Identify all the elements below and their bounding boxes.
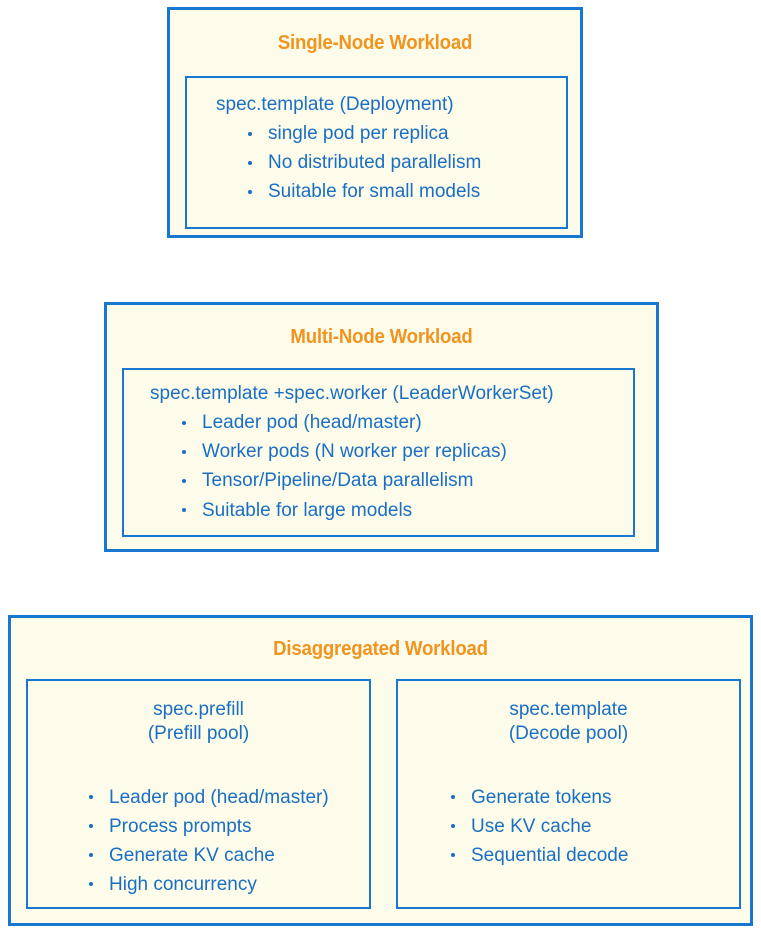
card-title-multi-node: Multi-Node Workload <box>290 326 473 348</box>
bullet-dot-icon <box>89 795 93 800</box>
list-item-label: Sequential decode <box>471 844 629 866</box>
list-item-label: Suitable for large models <box>202 499 413 521</box>
list-item: No distributed parallelism <box>246 148 566 177</box>
bullet-dot-icon <box>451 824 455 829</box>
card-disaggregated-workload: Disaggregated Workload spec.prefill (Pre… <box>8 615 753 926</box>
bullet-list-decode: Generate tokens Use KV cache Sequential … <box>449 783 739 870</box>
panel-heading-line: (Prefill pool) <box>147 723 250 745</box>
panel-heading-line: spec.template <box>509 699 628 720</box>
list-item-label: Process prompts <box>109 815 252 837</box>
bullet-dot-icon <box>89 882 93 887</box>
card-single-node-workload: Single-Node Workload spec.template (Depl… <box>167 7 583 238</box>
list-item-label: Leader pod (head/master) <box>202 412 422 434</box>
card-title-single-node: Single-Node Workload <box>277 32 473 54</box>
list-item: Worker pods (N worker per replicas) <box>180 437 633 466</box>
panel-spec-prefill-pool: spec.prefill (Prefill pool) Leader pod (… <box>26 679 371 909</box>
panel-heading-spec-template-worker-lws: spec.template +spec.worker (LeaderWorker… <box>150 383 554 404</box>
bullet-dot-icon <box>89 853 93 858</box>
list-item-label: Generate KV cache <box>109 844 275 866</box>
bullet-dot-icon <box>248 189 252 194</box>
card-multi-node-workload: Multi-Node Workload spec.template +spec.… <box>104 302 659 552</box>
list-item: single pod per replica <box>246 119 566 148</box>
list-item: Use KV cache <box>449 812 739 841</box>
list-item-label: Generate tokens <box>471 786 612 808</box>
list-item-label: No distributed parallelism <box>268 152 482 174</box>
panel-heading-spec-prefill: spec.prefill (Prefill pool) <box>28 698 369 747</box>
bullet-dot-icon <box>182 508 186 513</box>
list-item: Process prompts <box>87 812 369 841</box>
list-item: Suitable for small models <box>246 177 566 206</box>
list-item-label: Leader pod (head/master) <box>109 786 329 808</box>
panel-spec-template-decode-pool: spec.template (Decode pool) Generate tok… <box>396 679 741 909</box>
list-item-label: Worker pods (N worker per replicas) <box>202 441 507 463</box>
list-item: Sequential decode <box>449 841 739 870</box>
panel-heading-spec-template-deployment: spec.template (Deployment) <box>216 94 454 115</box>
list-item: Leader pod (head/master) <box>87 783 369 812</box>
list-item: Generate KV cache <box>87 841 369 870</box>
bullet-dot-icon <box>248 131 252 136</box>
bullet-dot-icon <box>182 420 186 425</box>
bullet-dot-icon <box>248 160 252 165</box>
bullet-dot-icon <box>89 824 93 829</box>
list-item-label: Suitable for small models <box>268 181 481 203</box>
panel-heading-line: spec.prefill <box>153 699 244 720</box>
panel-spec-template-deployment: spec.template (Deployment) single pod pe… <box>185 76 568 229</box>
bullet-dot-icon <box>451 795 455 800</box>
list-item: High concurrency <box>87 870 369 899</box>
bullet-dot-icon <box>182 449 186 454</box>
card-title-disaggregated: Disaggregated Workload <box>273 638 488 660</box>
list-item: Tensor/Pipeline/Data parallelism <box>180 466 633 495</box>
panel-heading-line: (Decode pool) <box>508 723 629 745</box>
bullet-list-single-node: single pod per replica No distributed pa… <box>246 119 566 206</box>
bullet-list-multi-node: Leader pod (head/master) Worker pods (N … <box>180 408 633 524</box>
panel-spec-template-worker-lws: spec.template +spec.worker (LeaderWorker… <box>122 368 635 537</box>
list-item-label: Tensor/Pipeline/Data parallelism <box>202 470 474 492</box>
bullet-dot-icon <box>451 853 455 858</box>
list-item-label: single pod per replica <box>268 123 449 145</box>
list-item: Generate tokens <box>449 783 739 812</box>
panel-heading-spec-template-decode: spec.template (Decode pool) <box>398 698 739 747</box>
list-item-label: Use KV cache <box>471 815 592 837</box>
list-item: Suitable for large models <box>180 496 633 525</box>
bullet-dot-icon <box>182 478 186 483</box>
list-item: Leader pod (head/master) <box>180 408 633 437</box>
bullet-list-prefill: Leader pod (head/master) Process prompts… <box>87 783 369 899</box>
list-item-label: High concurrency <box>109 873 257 895</box>
